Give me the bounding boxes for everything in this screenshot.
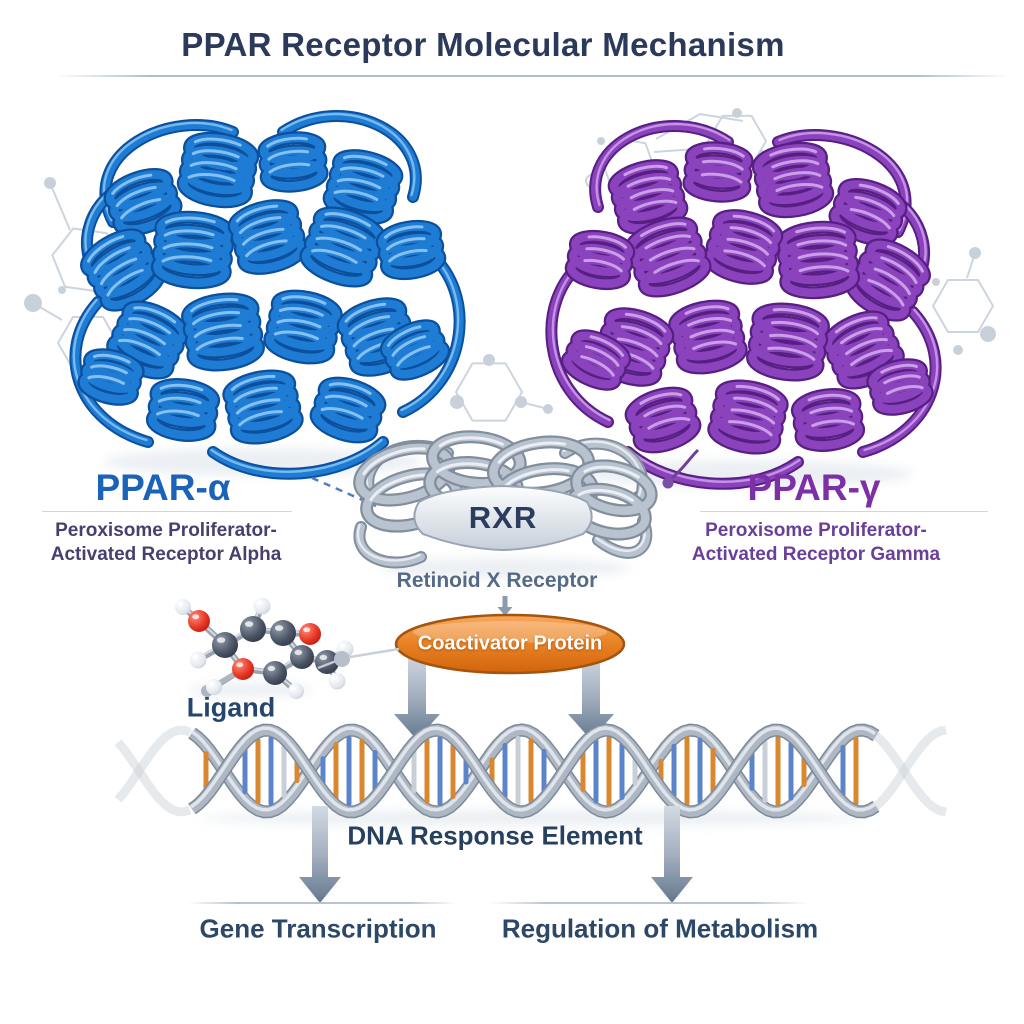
- outcome-divider-left: [188, 902, 456, 904]
- coactivator-protein-label: Coactivator Protein: [417, 632, 603, 655]
- outcome-regulation-metabolism: Regulation of Metabolism: [501, 913, 819, 944]
- arrow-dna-to-gene-transcription: [299, 806, 341, 903]
- rxr-badge-label: RXR: [468, 500, 538, 535]
- arrow-dna-to-regulation: [651, 806, 693, 903]
- ppar-alpha-fullname-line2: Activated Receptor Alpha: [50, 544, 282, 565]
- ppar-gamma-fullname-line1: Peroxisome Proliferator-: [705, 520, 927, 541]
- ppar-gamma-fullname-line2: Activated Receptor Gamma: [691, 544, 941, 565]
- ligand-molecule: [175, 597, 354, 699]
- ppar-alpha-protein-structure: [69, 110, 466, 480]
- ppar-gamma-divider: [700, 511, 988, 512]
- ppar-alpha-label: PPAR-α: [95, 467, 231, 508]
- page-title: PPAR Receptor Molecular Mechanism: [181, 26, 785, 63]
- ligand-to-coactivator-connector: [317, 647, 400, 670]
- coactivator-protein-shape: [394, 613, 626, 675]
- title-divider: [55, 75, 1011, 77]
- ppar-alpha-divider: [42, 511, 292, 512]
- outcome-divider-right: [490, 902, 808, 904]
- rxr-fullname-label: Retinoid X Receptor: [396, 569, 598, 592]
- outcome-gene-transcription: Gene Transcription: [199, 913, 437, 944]
- ppar-gamma-protein-structure: [545, 120, 942, 490]
- ligand-label: Ligand: [186, 692, 276, 723]
- arrow-coactivator-to-dna-left: [394, 652, 440, 740]
- dna-double-helix: [114, 723, 947, 819]
- ppar-alpha-fullname-line1: Peroxisome Proliferator-: [55, 520, 277, 541]
- arrow-coactivator-to-dna-right: [568, 652, 614, 740]
- rxr-badge: [413, 484, 593, 552]
- arrow-rxr-to-coactivator: [497, 596, 513, 616]
- dna-response-element-label: DNA Response Element: [347, 820, 643, 851]
- ppar-gamma-label: PPAR-γ: [747, 467, 881, 508]
